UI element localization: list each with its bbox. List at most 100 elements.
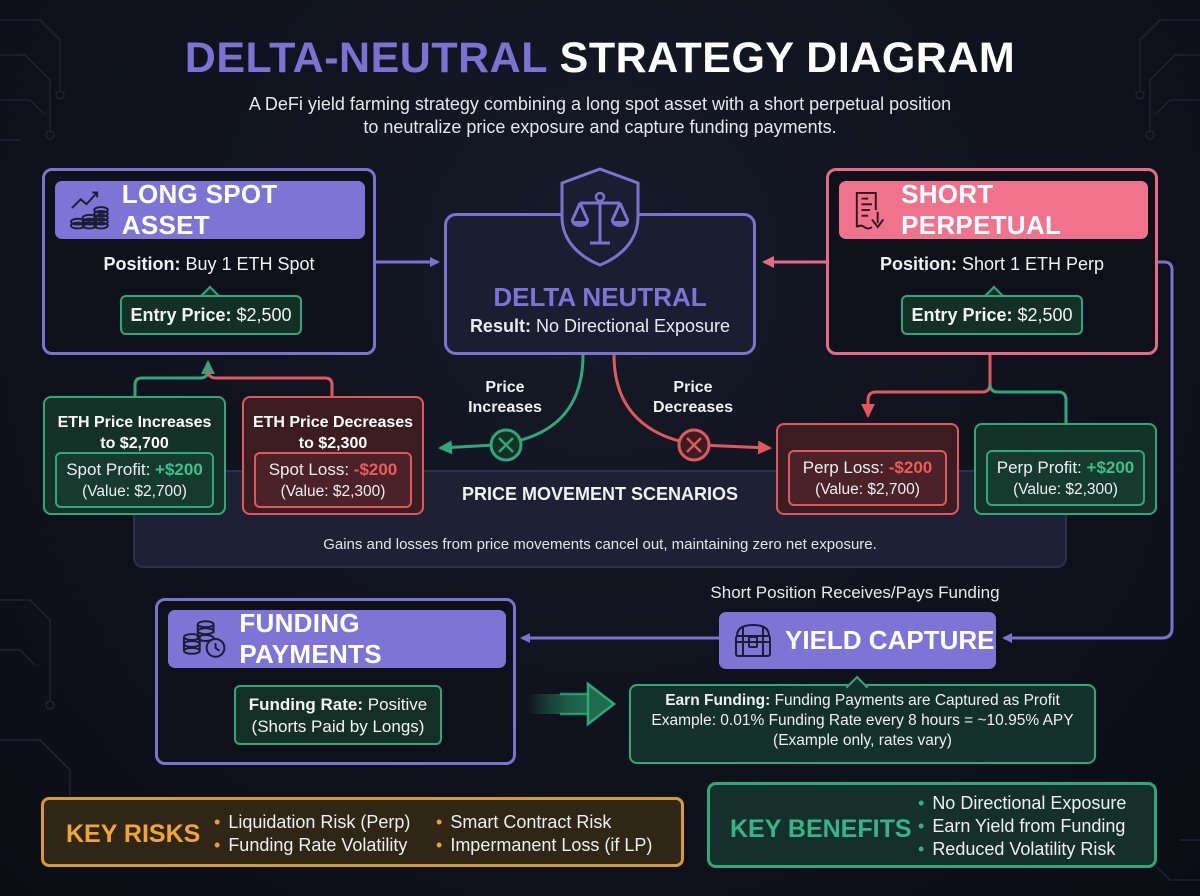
benefit-item: •Reduced Volatility Risk	[918, 839, 1116, 859]
scenario-result: Spot Profit: +$200 (Value: $2,700)	[55, 452, 214, 508]
price-decreases-label: Price Decreases	[648, 378, 738, 418]
result-label: Spot Loss:	[268, 460, 350, 479]
treasure-chest-icon	[735, 623, 771, 657]
long-spot-title: LONG SPOT ASSET	[121, 179, 278, 240]
heading-line: ETH Price Decreases	[252, 414, 414, 431]
result-value: (Value: $2,300)	[1013, 481, 1118, 498]
entry-label: Entry Price:	[911, 305, 1013, 325]
entry-value: $2,500	[1017, 305, 1073, 325]
risk-text: Liquidation Risk (Perp)	[228, 812, 411, 832]
key-risks-box: KEY RISKS •Liquidation Risk (Perp) •Fund…	[41, 797, 684, 867]
short-perp-entry-price: Entry Price: $2,500	[901, 295, 1083, 335]
short-position-funding-note: Short Position Receives/Pays Funding	[710, 583, 1000, 602]
result-label: Perp Loss:	[802, 458, 885, 477]
benefit-text: Reduced Volatility Risk	[932, 839, 1116, 859]
funding-payments-title: FUNDING PAYMENTS	[239, 608, 382, 669]
risks-column-2: •Smart Contract Risk •Impermanent Loss (…	[436, 811, 652, 857]
yield-example: Example: 0.01% Funding Rate every 8 hour…	[651, 712, 1074, 729]
scenario-spot-decrease: ETH Price Decreases to $2,300 Spot Loss:…	[242, 396, 424, 515]
long-spot-position: Position: Buy 1 ETH Spot	[45, 254, 373, 275]
position-label: Position:	[879, 254, 957, 274]
delta-neutral-result: Result: No Directional Exposure	[447, 316, 753, 337]
funding-rate-box: Funding Rate: Positive (Shorts Paid by L…	[234, 685, 442, 745]
position-label: Position:	[103, 254, 181, 274]
short-perpetual-title: SHORT PERPETUAL	[901, 179, 1062, 240]
move-line: Decreases	[652, 399, 734, 416]
risk-item: •Liquidation Risk (Perp)	[214, 812, 411, 832]
title-rest: STRATEGY DIAGRAM	[559, 34, 1016, 82]
earn-label: Earn Funding:	[665, 692, 771, 709]
benefit-text: No Directional Exposure	[932, 793, 1127, 813]
scenario-result: Spot Loss: -$200 (Value: $2,300)	[254, 452, 412, 508]
key-benefits-box: KEY BENEFITS •No Directional Exposure •E…	[707, 782, 1157, 868]
benefit-item: •Earn Yield from Funding	[918, 816, 1126, 836]
title-accent: DELTA-NEUTRAL	[184, 34, 548, 82]
scenario-perp-loss: Perp Loss: -$200 (Value: $2,700)	[776, 423, 959, 515]
earn-value: Funding Payments are Captured as Profit	[774, 692, 1060, 709]
risk-item: •Funding Rate Volatility	[214, 835, 408, 855]
result-amount: -$200	[353, 460, 398, 479]
risks-column-1: •Liquidation Risk (Perp) •Funding Rate V…	[214, 811, 410, 857]
result-label: Spot Profit:	[66, 460, 151, 479]
benefit-item: •No Directional Exposure	[918, 793, 1127, 813]
subtitle-line-2: to neutralize price exposure and capture…	[363, 117, 837, 137]
coins-clock-icon	[182, 620, 226, 658]
result-label: Result:	[469, 316, 531, 336]
result-value: (Value: $2,700)	[815, 481, 920, 498]
heading-line: to $2,700	[100, 435, 169, 452]
move-line: Price	[485, 379, 525, 396]
scenarios-title: PRICE MOVEMENT SCENARIOS	[461, 484, 739, 504]
scenario-result: Perp Loss: -$200 (Value: $2,700)	[788, 450, 947, 506]
contract-down-icon	[855, 191, 885, 230]
key-risks-title: KEY RISKS	[66, 820, 201, 848]
result-value: (Value: $2,300)	[280, 483, 386, 500]
result-value: No Directional Exposure	[535, 316, 731, 336]
benefit-text: Earn Yield from Funding	[932, 816, 1126, 836]
scenario-result: Perp Profit: +$200 (Value: $2,300)	[986, 450, 1145, 506]
short-perpetual-card: SHORT PERPETUAL Position: Short 1 ETH Pe…	[826, 168, 1158, 355]
rate-note: (Shorts Paid by Longs)	[251, 717, 425, 736]
key-benefits-title: KEY BENEFITS	[730, 815, 912, 843]
long-spot-header: LONG SPOT ASSET	[55, 179, 365, 240]
funding-payments-header: FUNDING PAYMENTS	[168, 608, 506, 669]
yield-capture-header: YIELD CAPTURE	[719, 612, 996, 669]
heading-line: ETH Price Increases	[57, 414, 212, 431]
page-title: DELTA-NEUTRAL STRATEGY DIAGRAM	[0, 34, 1200, 83]
risk-item: •Impermanent Loss (if LP)	[436, 835, 653, 855]
scenario-heading: ETH Price Decreases to $2,300	[244, 412, 422, 454]
risk-text: Funding Rate Volatility	[228, 835, 408, 855]
yield-disclaimer: (Example only, rates vary)	[773, 732, 952, 749]
long-spot-entry-price: Entry Price: $2,500	[120, 295, 302, 335]
result-amount: -$200	[888, 458, 933, 477]
rate-label: Funding Rate:	[248, 695, 363, 714]
funding-payments-card: FUNDING PAYMENTS Funding Rate: Positive …	[155, 598, 516, 765]
scenario-spot-increase: ETH Price Increases to $2,700 Spot Profi…	[43, 396, 226, 515]
subtitle-line-1: A DeFi yield farming strategy combining …	[248, 94, 952, 114]
price-increases-label: Price Increases	[460, 378, 550, 418]
rate-value: Positive	[367, 695, 428, 714]
scenarios-description: Gains and losses from price movements ca…	[323, 536, 877, 553]
risk-text: Impermanent Loss (if LP)	[450, 835, 653, 855]
yield-capture-title: YIELD CAPTURE	[785, 625, 995, 655]
risk-text: Smart Contract Risk	[450, 812, 612, 832]
result-amount: +$200	[1086, 458, 1135, 477]
delta-neutral-title: DELTA NEUTRAL	[493, 282, 707, 312]
earn-funding-box: Earn Funding: Funding Payments are Captu…	[629, 684, 1096, 764]
short-perp-position: Position: Short 1 ETH Perp	[829, 254, 1155, 275]
move-line: Increases	[468, 399, 542, 416]
result-amount: +$200	[155, 460, 203, 479]
move-line: Price	[673, 379, 713, 396]
shield-scales-icon	[560, 167, 640, 267]
position-value: Buy 1 ETH Spot	[185, 254, 315, 274]
heading-line: to $2,300	[298, 435, 368, 452]
scenario-heading: ETH Price Increases to $2,700	[45, 412, 224, 454]
result-value: (Value: $2,700)	[82, 483, 187, 500]
entry-label: Entry Price:	[130, 305, 232, 325]
position-value: Short 1 ETH Perp	[961, 254, 1105, 274]
long-spot-card: LONG SPOT ASSET Position: Buy 1 ETH Spot…	[42, 168, 376, 355]
short-perpetual-header: SHORT PERPETUAL	[839, 179, 1148, 240]
growth-coins-icon	[69, 191, 109, 230]
scenario-perp-profit: Perp Profit: +$200 (Value: $2,300)	[974, 423, 1157, 515]
risk-item: •Smart Contract Risk	[436, 812, 612, 832]
